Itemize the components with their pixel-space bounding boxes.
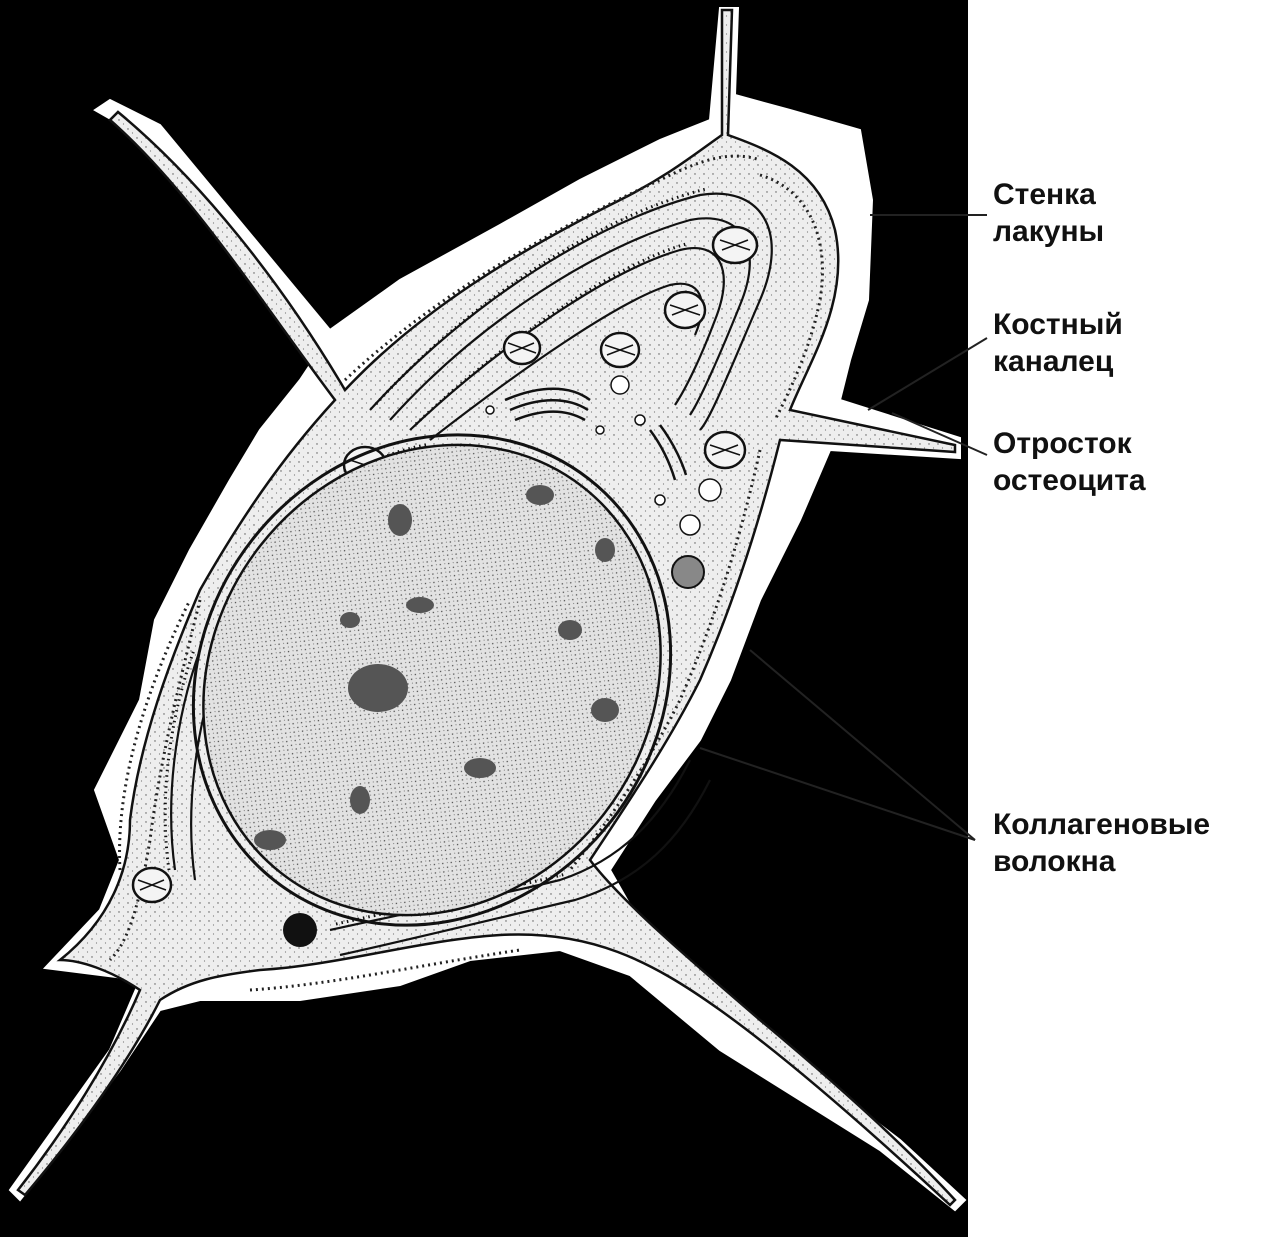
label-lacuna-wall: Стенка лакуны <box>993 176 1104 250</box>
label-line: Костный <box>993 306 1123 343</box>
label-line: Отросток <box>993 425 1146 462</box>
lysosome <box>672 556 704 588</box>
label-line: каналец <box>993 343 1123 380</box>
label-line: волокна <box>993 843 1210 880</box>
dense-granule <box>283 913 317 947</box>
label-collagen-fibres: Коллагеновые волокна <box>993 806 1210 880</box>
label-line: Коллагеновые <box>993 806 1210 843</box>
label-bone-canaliculus: Костный каналец <box>993 306 1123 380</box>
label-line: лакуны <box>993 213 1104 250</box>
label-osteocyte-process: Отросток остеоцита <box>993 425 1146 499</box>
label-line: остеоцита <box>993 462 1146 499</box>
label-line: Стенка <box>993 176 1104 213</box>
